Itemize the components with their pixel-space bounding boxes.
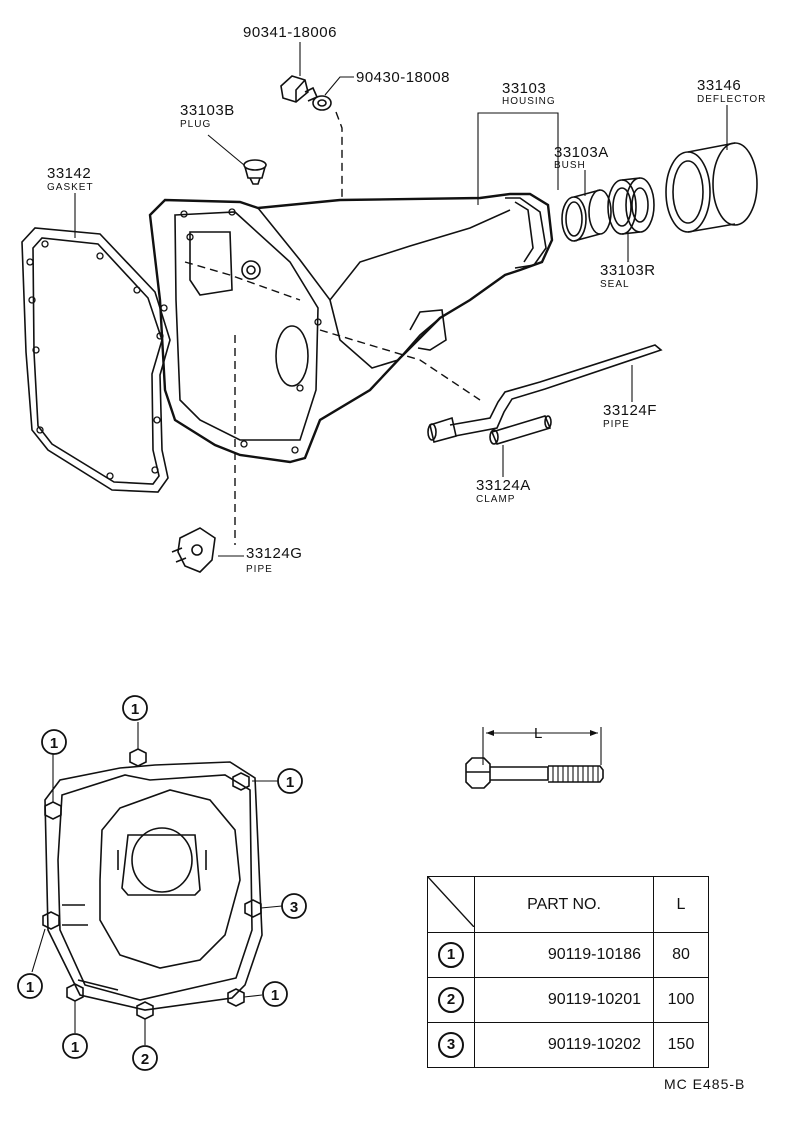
- callout-gasket-washer: 90430-18008: [324, 69, 450, 96]
- part-name-label: PIPE: [246, 564, 273, 575]
- corner-diagonal-icon: [427, 876, 475, 928]
- svg-text:1: 1: [271, 987, 279, 1004]
- part-name-label: GASKET: [47, 182, 94, 193]
- table-row: 2 90119-10201 100: [427, 977, 709, 1023]
- figure-code: MC E485-B: [664, 1076, 746, 1092]
- part-name-label: SEAL: [600, 279, 630, 290]
- length-cell: 100: [653, 977, 709, 1023]
- part-number-label: 33103B: [180, 102, 235, 119]
- table-corner-cell: [427, 876, 475, 933]
- callout-bush: 33103A BUSH: [554, 144, 609, 196]
- housing-drawing: [148, 192, 554, 464]
- part-number-label: 33146: [697, 77, 741, 94]
- length-cell: 80: [653, 932, 709, 978]
- part-name-label: CLAMP: [476, 494, 515, 505]
- part-number-label: 33142: [47, 165, 91, 182]
- bolt-marker-6: 1: [262, 981, 288, 1007]
- svg-text:1: 1: [50, 735, 58, 752]
- part-number-label: 33103R: [600, 262, 656, 279]
- part-number-label: 33124A: [476, 477, 531, 494]
- svg-text:1: 1: [71, 1039, 79, 1056]
- gasket-drawing: [21, 227, 171, 493]
- clamp-drawing: [489, 415, 552, 445]
- dimension-label: L: [534, 725, 543, 742]
- bolt-marker-3: 1: [41, 729, 67, 755]
- part-number-label: 33124G: [246, 545, 302, 562]
- length-header: L: [653, 876, 709, 933]
- part-number-cell: 90119-10202: [474, 1022, 654, 1068]
- part-name-label: DEFLECTOR: [697, 94, 766, 105]
- part-number-header: PART NO.: [474, 876, 654, 933]
- washer-drawing: [312, 95, 332, 111]
- callout-drain-bolt: 90341-18006: [243, 24, 337, 76]
- callout-housing: 33103 HOUSING: [477, 80, 559, 205]
- part-number-label: 90430-18008: [356, 69, 450, 86]
- part-number-label: 33124F: [603, 402, 657, 419]
- svg-text:1: 1: [131, 701, 139, 718]
- bolt-mark-badge: 2: [438, 987, 464, 1013]
- callout-gasket: 33142 GASKET: [47, 165, 94, 238]
- bolt-mark-badge: 1: [438, 942, 464, 968]
- bolt-marker-1: 1: [122, 695, 148, 721]
- assembly-line: [319, 329, 481, 401]
- bolt-marker-5: 1: [17, 973, 43, 999]
- part-number-label: 33103: [502, 80, 546, 97]
- pipe-g-drawing: [171, 527, 216, 573]
- drain-bolt-drawing: [280, 75, 319, 103]
- part-name-label: BUSH: [554, 160, 586, 171]
- bolt-marker-8: 1: [62, 1033, 88, 1059]
- table-row: 1 90119-10186 80: [427, 932, 709, 978]
- callout-deflector: 33146 DEFLECTOR: [697, 77, 766, 150]
- callout-seal: 33103R SEAL: [600, 232, 656, 290]
- callout-pipe-g: 33124G PIPE: [218, 545, 302, 575]
- assembly-line: [335, 111, 343, 200]
- table-header-row: PART NO. L: [427, 876, 709, 933]
- bolt-marker-4: 3: [281, 893, 307, 919]
- bush-drawing: [561, 189, 612, 242]
- part-number-cell: 90119-10186: [474, 932, 654, 978]
- svg-text:1: 1: [286, 774, 294, 791]
- part-name-label: PLUG: [180, 119, 211, 130]
- svg-text:1: 1: [26, 979, 34, 996]
- part-name-label: PIPE: [603, 419, 630, 430]
- svg-text:3: 3: [290, 899, 298, 916]
- callout-clamp: 33124A CLAMP: [476, 445, 531, 505]
- svg-text:2: 2: [141, 1051, 149, 1068]
- length-cell: 150: [653, 1022, 709, 1068]
- bolt-mark-badge: 3: [438, 1032, 464, 1058]
- bolt-dimension-drawing: L: [465, 725, 604, 789]
- part-name-label: HOUSING: [502, 96, 556, 107]
- part-number-cell: 90119-10201: [474, 977, 654, 1023]
- deflector-drawing: [665, 142, 758, 233]
- bolt-marker-2: 1: [277, 768, 303, 794]
- bolt-table: PART NO. L 1 90119-10186 80 2 90119-1020…: [427, 876, 709, 1068]
- bolt-marker-7: 2: [132, 1045, 158, 1071]
- callout-pipe-f: 33124F PIPE: [603, 365, 657, 430]
- assembly-line: [184, 261, 301, 301]
- pipe-f-drawing: [427, 344, 663, 443]
- seal-drawing: [607, 177, 655, 235]
- part-number-label: 90341-18006: [243, 24, 337, 41]
- callout-plug: 33103B PLUG: [180, 102, 245, 166]
- bolt-layout-view: [31, 722, 283, 1045]
- table-row: 3 90119-10202 150: [427, 1022, 709, 1068]
- plug-drawing: [243, 159, 267, 185]
- part-number-label: 33103A: [554, 144, 609, 161]
